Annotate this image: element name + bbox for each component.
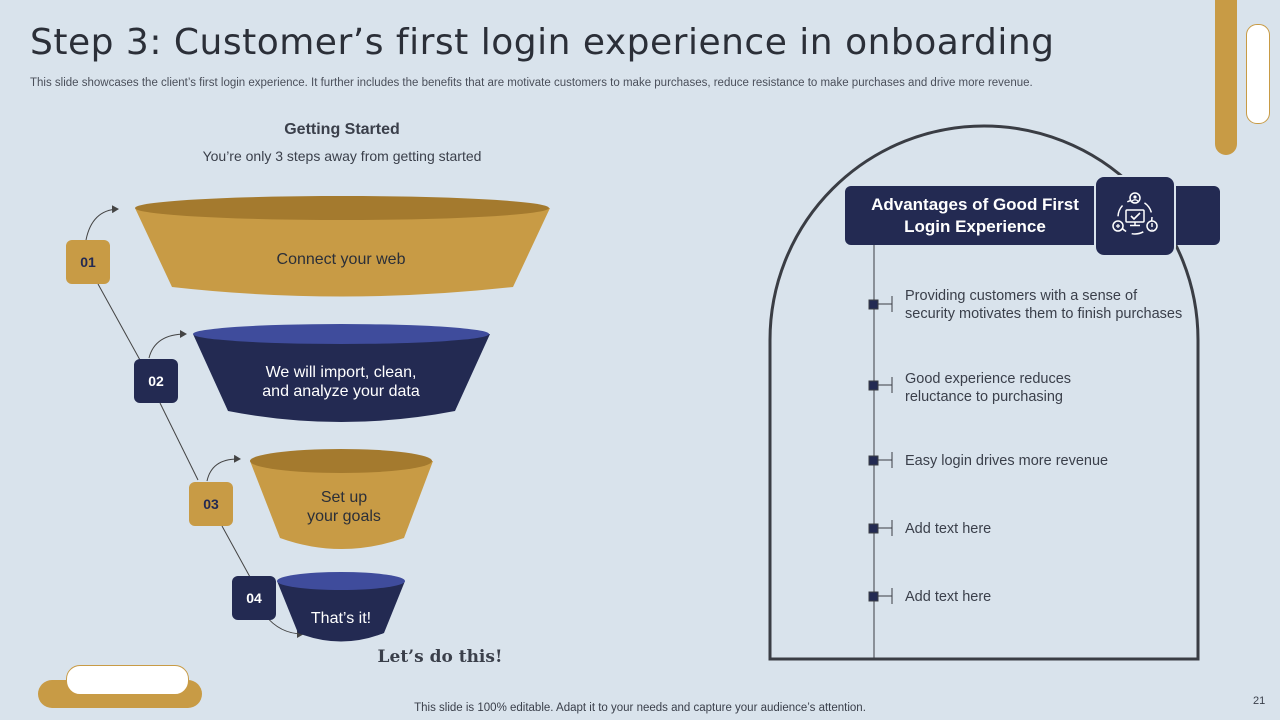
step-2-badge: 02 [134, 359, 178, 403]
closing-text: Let’s do this! [377, 647, 503, 667]
advantage-item-4: Add text here [905, 521, 992, 537]
step-3-badge: 03 [189, 482, 233, 526]
step-1-badge: 01 [66, 240, 110, 284]
funnel-level-2 [193, 324, 490, 422]
deco-white-vertical-pill [1246, 24, 1270, 124]
step-2-text: We will import, clean, and analyze your … [262, 364, 420, 400]
advantages-title: Advantages of Good First Login Experienc… [871, 195, 1079, 236]
getting-started-subtitle: You’re only 3 steps away from getting st… [202, 148, 482, 164]
step-4-text: That’s it! [310, 609, 372, 627]
page-number: 21 [1253, 695, 1266, 707]
advantage-item-5: Add text here [905, 589, 992, 605]
deco-white-horizontal-pill [66, 665, 189, 695]
computer-network-icon [1094, 175, 1176, 257]
advantage-item-3: Easy login drives more revenue [905, 453, 1109, 469]
advantages-bullets [868, 296, 893, 604]
slide-subtitle: This slide showcases the client’s first … [30, 77, 1033, 89]
deco-gold-vertical-bar [1215, 0, 1237, 155]
funnel-level-1 [135, 196, 550, 297]
advantage-item-1: Providing customers with a sense of secu… [905, 288, 1183, 322]
step-connector-lines [97, 283, 251, 578]
advantage-item-2: Good experience reduces reluctance to pu… [905, 371, 1072, 405]
getting-started-title: Getting Started [284, 121, 400, 138]
slide-footer: This slide is 100% editable. Adapt it to… [414, 702, 866, 714]
step-4-badge: 04 [232, 576, 276, 620]
advantages-arch-frame [768, 124, 1200, 661]
slide-title: Step 3: Customer’s first login experienc… [30, 22, 1055, 63]
step-3-text: Set up your goals [307, 489, 381, 525]
step-1-text: Connect your web [276, 250, 406, 268]
funnel-level-4 [277, 572, 405, 642]
funnel-level-3 [250, 449, 433, 549]
